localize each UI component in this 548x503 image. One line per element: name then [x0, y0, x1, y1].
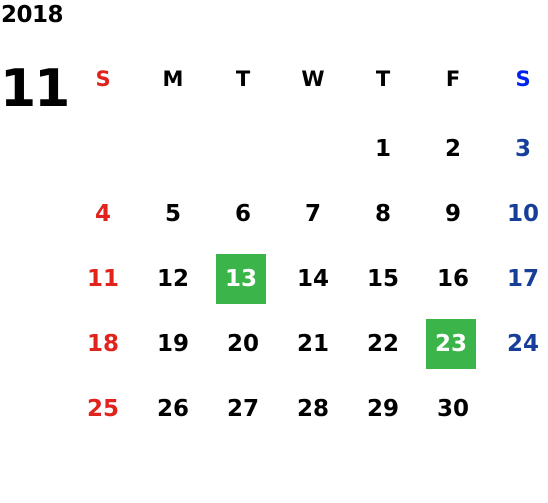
day-cell	[288, 124, 338, 174]
day-cell: 2	[444, 136, 461, 162]
day-cell: 12	[156, 266, 189, 292]
day-cell: 10	[506, 201, 539, 227]
day-cell	[498, 384, 548, 434]
day-cell: 21	[296, 331, 329, 357]
day-cell: 25	[86, 396, 119, 422]
weekday-thursday: T	[375, 67, 391, 91]
day-cell: 7	[304, 201, 321, 227]
day-cell	[218, 124, 268, 174]
day-cell	[78, 124, 128, 174]
day-cell: 29	[366, 396, 399, 422]
week-row-4: 18 19 20 21 22 23 24	[68, 319, 548, 371]
weekday-friday: F	[445, 67, 461, 91]
day-cell-highlighted: 23	[426, 319, 476, 369]
day-cell: 14	[296, 266, 329, 292]
day-cell: 16	[436, 266, 469, 292]
week-row-1: 1 2 3	[68, 124, 548, 176]
day-cell: 3	[514, 136, 531, 162]
day-cell: 28	[296, 396, 329, 422]
weekday-monday: M	[162, 67, 184, 91]
day-cell: 15	[366, 266, 399, 292]
day-cell: 19	[156, 331, 189, 357]
day-cell: 9	[444, 201, 461, 227]
day-cell	[148, 124, 198, 174]
day-cell: 18	[86, 331, 119, 357]
week-row-5: 25 26 27 28 29 30	[68, 384, 548, 436]
calendar-month: 11	[0, 59, 70, 119]
weekday-wednesday: W	[301, 67, 325, 91]
day-cell: 27	[226, 396, 259, 422]
weekday-sunday: S	[95, 67, 111, 91]
day-cell: 1	[374, 136, 391, 162]
weekday-saturday: S	[515, 67, 531, 91]
calendar-year: 2018	[1, 2, 64, 28]
day-cell: 6	[234, 201, 251, 227]
week-row-3: 11 12 13 14 15 16 17	[68, 254, 548, 306]
day-cell: 8	[374, 201, 391, 227]
day-cell: 26	[156, 396, 189, 422]
day-cell: 11	[86, 266, 119, 292]
week-row-2: 4 5 6 7 8 9 10	[68, 189, 548, 241]
day-cell-highlighted: 13	[216, 254, 266, 304]
day-cell: 4	[94, 201, 111, 227]
day-cell: 24	[506, 331, 539, 357]
day-cell: 20	[226, 331, 259, 357]
day-cell: 30	[436, 396, 469, 422]
weekday-header: S M T W T F S	[68, 54, 548, 106]
day-cell: 17	[506, 266, 539, 292]
day-cell: 5	[164, 201, 181, 227]
day-cell: 22	[366, 331, 399, 357]
weekday-tuesday: T	[235, 67, 251, 91]
